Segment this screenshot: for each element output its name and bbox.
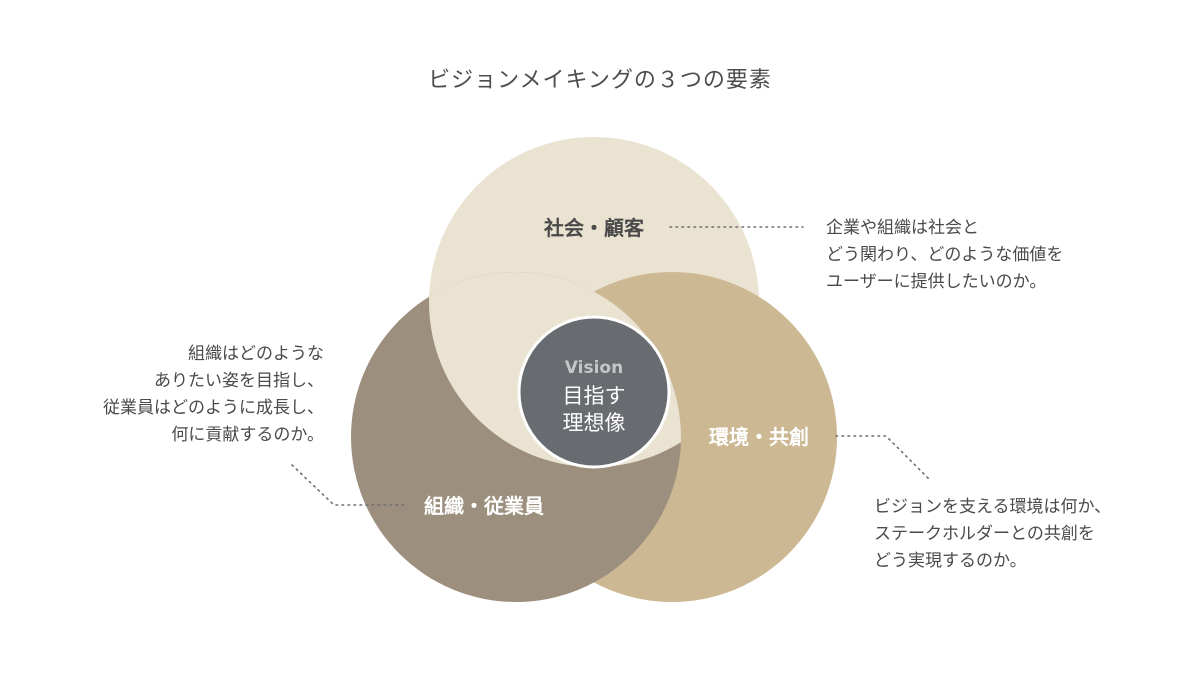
organization-description-line: 組織はどのような (188, 344, 324, 364)
organization-description: 組織はどのような ありたい姿を目指し、 従業員はどのように成長し、 何に貢献する… (103, 341, 324, 449)
society-description-line: ユーザーに提供したいのか。 (826, 272, 1047, 292)
environment-description-line: どう実現するのか。 (874, 551, 1027, 571)
organization-description-line: 従業員はどのように成長し、 (103, 398, 324, 418)
organization-label: 組織・従業員 (424, 494, 544, 518)
environment-leader-line (835, 435, 931, 481)
vision-line2: 理想像 (563, 411, 626, 435)
organization-description-line: 何に貢献するのか。 (171, 425, 324, 445)
vision-english-label: Vision (565, 358, 623, 378)
society-description-line: どう関わり、どのような価値を (826, 245, 1064, 265)
environment-label: 環境・共創 (709, 425, 809, 449)
organization-description-line: ありたい姿を目指し、 (154, 371, 324, 391)
society-description: 企業や組織は社会と どう関わり、どのような価値を ユーザーに提供したいのか。 (826, 215, 1063, 296)
environment-description-line: ビジョンを支える環境は何か、 (874, 497, 1112, 517)
vision-circle (517, 315, 671, 469)
diagram-title: ビジョンメイキングの３つの要素 (428, 68, 772, 93)
environment-description-line: ステークホルダーとの共創を (874, 524, 1095, 544)
environment-description: ビジョンを支える環境は何か、 ステークホルダーとの共創を どう実現するのか。 (874, 494, 1111, 575)
society-description-line: 企業や組織は社会と (826, 218, 979, 238)
vision-line1: 目指す (563, 384, 626, 408)
society-label: 社会・顧客 (543, 216, 645, 240)
organization-leader-line (291, 464, 405, 506)
